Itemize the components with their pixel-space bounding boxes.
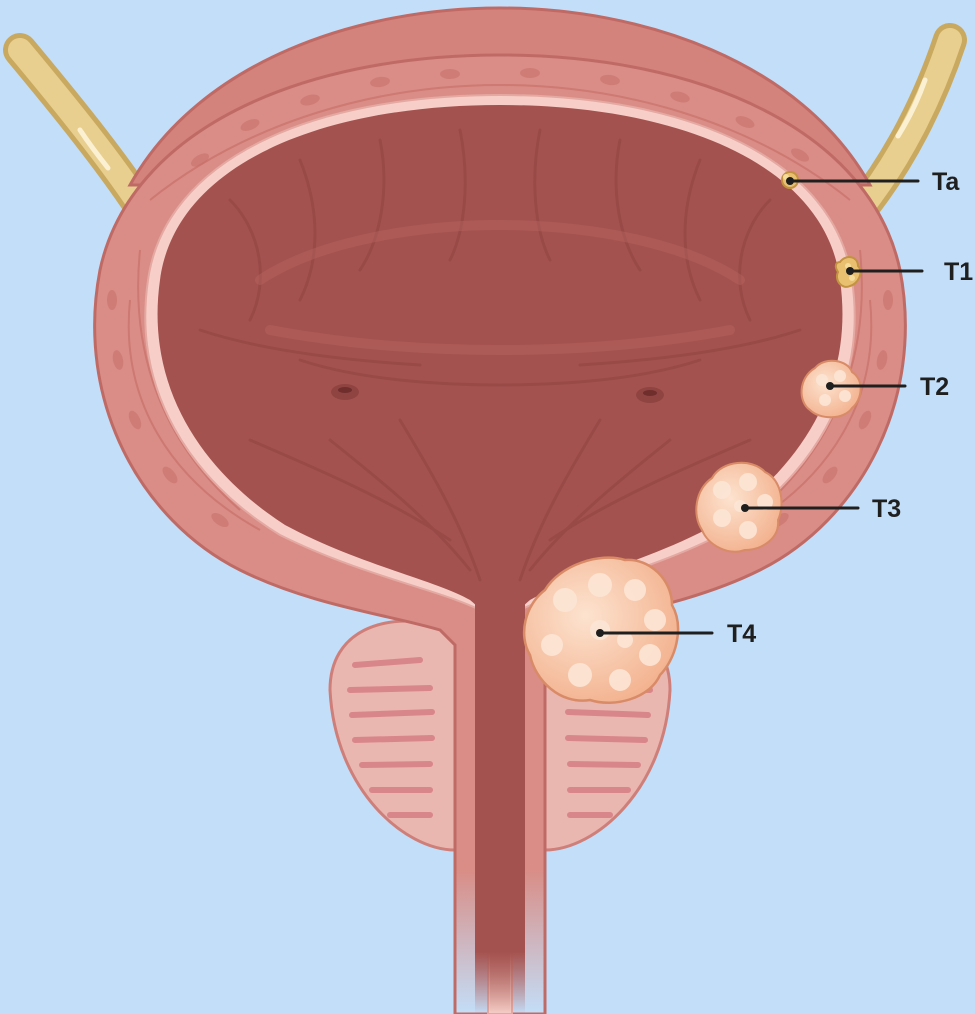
label-t4: T4 — [727, 620, 756, 648]
label-t3: T3 — [872, 495, 901, 523]
label-t1: T1 — [944, 258, 973, 286]
label-ta: Ta — [932, 168, 960, 196]
urethra — [475, 600, 525, 1014]
ureter-left — [20, 50, 140, 205]
label-t2: T2 — [920, 373, 949, 401]
